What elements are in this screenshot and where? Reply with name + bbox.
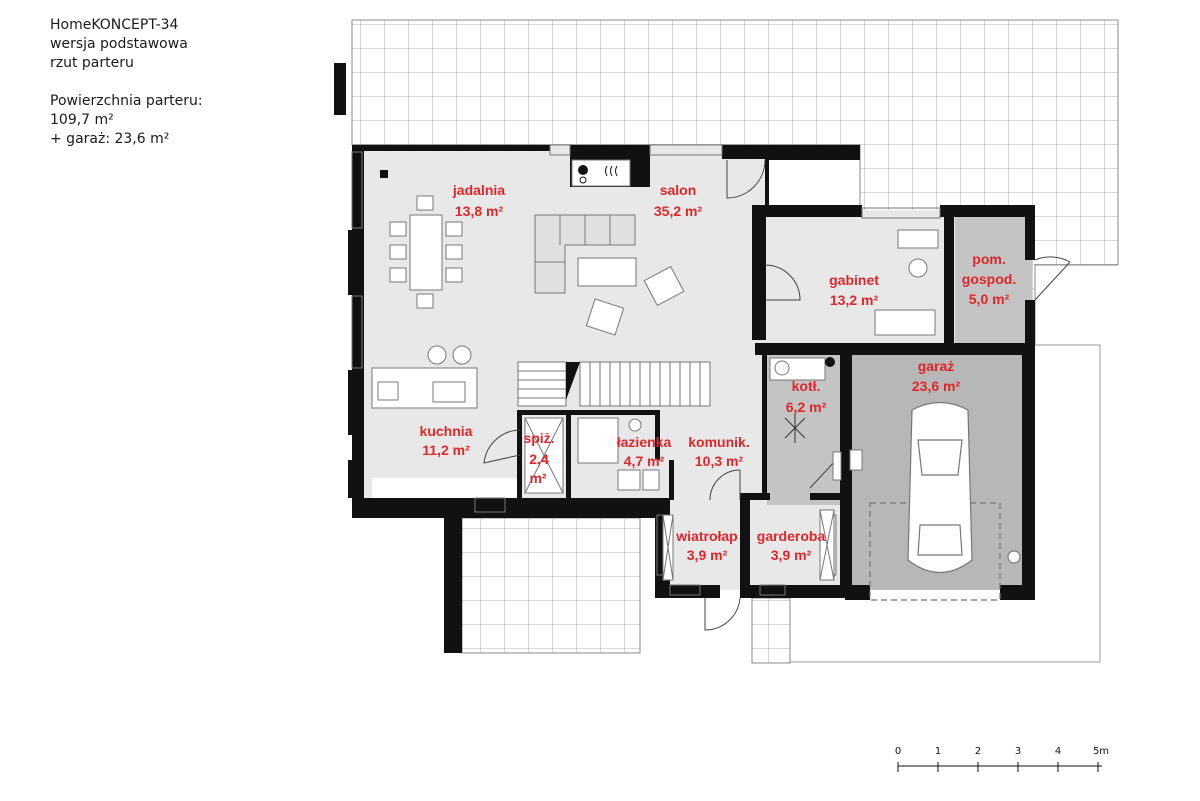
scale-tick-label: 2: [975, 746, 981, 757]
room-area-lazienka: 4,7 m²: [624, 453, 665, 469]
room-area-spiz-unit: m²: [529, 470, 546, 486]
scale-tick-label: 4: [1055, 746, 1061, 757]
scale-tick-label: 1: [935, 746, 941, 757]
room-name-kotl: kotł.: [792, 378, 821, 394]
room-name-pom: pom.: [972, 251, 1005, 267]
garage-area: + garaż: 23,6 m²: [50, 131, 170, 147]
room-name-kuchnia: kuchnia: [420, 423, 473, 439]
room-name-spiz: spiż.: [523, 430, 554, 446]
plan-view-name: rzut parteru: [50, 55, 134, 71]
area-value: 109,7 m²: [50, 112, 114, 128]
room-name-gabinet: gabinet: [829, 272, 879, 288]
room-area-salon: 35,2 m²: [654, 203, 703, 219]
project-subtitle: wersja podstawowa: [50, 36, 188, 52]
scale-bar: 0 1 2 3 4 5m: [895, 746, 1109, 772]
room-name-gospod: gospod.: [962, 271, 1016, 287]
terrace-wall: [444, 518, 462, 653]
doors: [483, 159, 1071, 631]
room-area-kotl: 6,2 m²: [786, 399, 827, 415]
room-name-komunik: komunik.: [688, 434, 749, 450]
scale-tick-label: 0: [895, 746, 901, 757]
room-area-pom: 5,0 m²: [969, 291, 1010, 307]
room-labels: jadalnia 13,8 m² salon 35,2 m² gabinet 1…: [420, 182, 1017, 563]
room-area-wiatrolap: 3,9 m²: [687, 547, 728, 563]
room-name-wiatrolap: wiatrołap: [675, 528, 737, 544]
room-area-spiz: 2,4: [529, 451, 549, 467]
room-name-garaz: garaż: [918, 358, 955, 374]
room-name-lazienka: łazienka: [617, 434, 672, 450]
room-area-jadalnia: 13,8 m²: [455, 203, 504, 219]
car-outline: [869, 401, 1021, 601]
room-area-gabinet: 13,2 m²: [830, 292, 879, 308]
windows: [348, 230, 362, 498]
room-name-jadalnia: jadalnia: [452, 182, 505, 198]
area-label: Powierzchnia parteru:: [50, 93, 203, 109]
furniture: [371, 159, 939, 581]
room-area-komunik: 10,3 m²: [695, 453, 744, 469]
plan-info: HomeKONCEPT-34 wersja podstawowa rzut pa…: [50, 16, 203, 149]
room-area-kuchnia: 11,2 m²: [422, 442, 470, 458]
room-area-garaz: 23,6 m²: [912, 378, 961, 394]
project-title: HomeKONCEPT-34: [50, 17, 179, 33]
room-name-salon: salon: [660, 182, 697, 198]
room-name-garderoba: garderoba: [757, 528, 826, 544]
room-area-garderoba: 3,9 m²: [771, 547, 812, 563]
scale-tick-label: 5m: [1093, 746, 1109, 757]
terrace-wall: [334, 63, 346, 115]
scale-tick-label: 3: [1015, 746, 1021, 757]
